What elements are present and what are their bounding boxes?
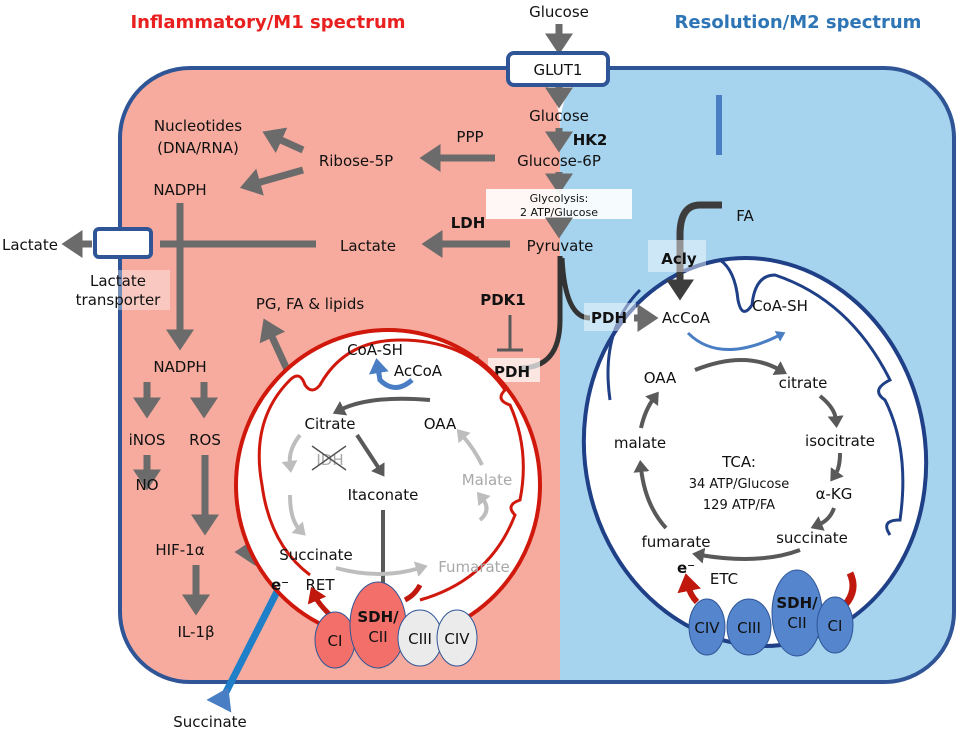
hif-1a: HIF-1α	[155, 541, 204, 559]
itaconate: Itaconate	[348, 486, 419, 504]
glycolysis-atp: 2 ATP/Glucose	[520, 206, 598, 219]
glut1-transporter	[506, 51, 610, 87]
isocitrate: isocitrate	[805, 432, 875, 450]
m2-ci-label: CI	[828, 617, 843, 635]
m1-citrate: Citrate	[305, 415, 356, 433]
m1-oaa: OAA	[424, 415, 457, 433]
m2-ciii-label: CIII	[737, 619, 761, 637]
m2-civ-label: CIV	[694, 619, 720, 637]
lactate-intracellular: Lactate	[340, 237, 396, 255]
m1-accoa: AcCoA	[394, 362, 443, 380]
tca-atp-glucose: 34 ATP/Glucose	[689, 477, 790, 492]
m1-malate: Malate	[462, 471, 513, 489]
tca-label: TCA:	[721, 453, 756, 471]
fatty-acid: FA	[736, 207, 754, 225]
succinate-export-arrow	[206, 561, 296, 713]
tca-atp-fa: 129 ATP/FA	[703, 498, 775, 513]
ros: ROS	[189, 431, 221, 449]
divider-bar	[716, 95, 722, 155]
m2-complex-iv	[688, 598, 726, 656]
nitric-oxide: NO	[135, 476, 158, 494]
glycolysis-box	[486, 189, 632, 219]
acly-label: Acly	[661, 250, 697, 268]
hk2-label: HK2	[573, 131, 608, 149]
m2-fumarate: fumarate	[641, 533, 710, 551]
idh-label: IDH	[316, 451, 343, 469]
glut1-label: GLUT1	[534, 61, 583, 79]
m2-cristae	[606, 258, 905, 536]
pdh-m1: PDH	[494, 363, 530, 381]
glucose-6p: Glucose-6P	[517, 152, 601, 170]
lactate-transporter-label-2: transporter	[76, 291, 162, 309]
m1-cii-label: CII	[368, 628, 387, 646]
m2-complex-ii	[771, 569, 823, 657]
m1-ci-label: CI	[328, 632, 343, 650]
m1-electron: e⁻	[271, 576, 289, 594]
nadph: NADPH	[153, 358, 206, 376]
lactate-transporter	[93, 227, 153, 259]
ppp-label: PPP	[456, 128, 483, 146]
inos: iNOS	[129, 431, 166, 449]
m1-ciii-label: CIII	[408, 630, 432, 648]
m1-sdh-label: SDH/	[357, 608, 399, 626]
ret-label: RET	[305, 576, 335, 594]
m2-spectrum-title: Resolution/M2 spectrum	[675, 12, 922, 33]
m1-fumarate: Fumarate	[438, 558, 510, 576]
glucose-extracellular: Glucose	[529, 3, 589, 21]
lactate-extracellular: Lactate	[2, 236, 58, 254]
nadph-top: NADPH	[153, 181, 206, 199]
m1-coa-sh: CoA-SH	[347, 341, 403, 359]
glycolysis-label: Glycolysis:	[530, 192, 589, 205]
glucose-intracellular: Glucose	[529, 107, 589, 125]
nucleotides-dna-rna: (DNA/RNA)	[157, 139, 239, 157]
pyruvate: Pyruvate	[527, 237, 594, 255]
m1-civ-label: CIV	[444, 630, 470, 648]
m1-succinate: Succinate	[279, 546, 353, 564]
m1-spectrum-title: Inflammatory/M1 spectrum	[130, 12, 405, 33]
lactate-transporter-label-1: Lactate	[90, 272, 146, 290]
lipids: PG, FA & lipids	[256, 295, 364, 313]
pdk1-label: PDK1	[480, 291, 526, 309]
pdh-m2: PDH	[591, 309, 627, 327]
m1-complex-iv	[436, 609, 478, 667]
m2-oaa: OAA	[644, 369, 677, 387]
il-1b: IL-1β	[177, 623, 214, 641]
m2-malate: malate	[614, 434, 666, 452]
m2-electron: e⁻	[677, 559, 695, 577]
m2-succinate: succinate	[776, 529, 848, 547]
m2-accoa: AcCoA	[662, 309, 711, 327]
alpha-kg: α-KG	[816, 485, 853, 503]
m1-cristae	[257, 338, 525, 602]
ldh-label: LDH	[451, 214, 486, 232]
m2-citrate: citrate	[779, 374, 828, 392]
m2-complex-iii	[726, 598, 772, 656]
m2-cii-label: CII	[787, 614, 806, 632]
m2-sdh-label: SDH/	[776, 594, 818, 612]
ribose-5p: Ribose-5P	[319, 152, 393, 170]
m2-coa-sh: CoA-SH	[752, 297, 808, 315]
etc-label: ETC	[710, 570, 738, 588]
nucleotides: Nucleotides	[154, 117, 242, 135]
m2-complex-i	[816, 596, 854, 654]
succinate-extracellular: Succinate	[173, 713, 247, 731]
